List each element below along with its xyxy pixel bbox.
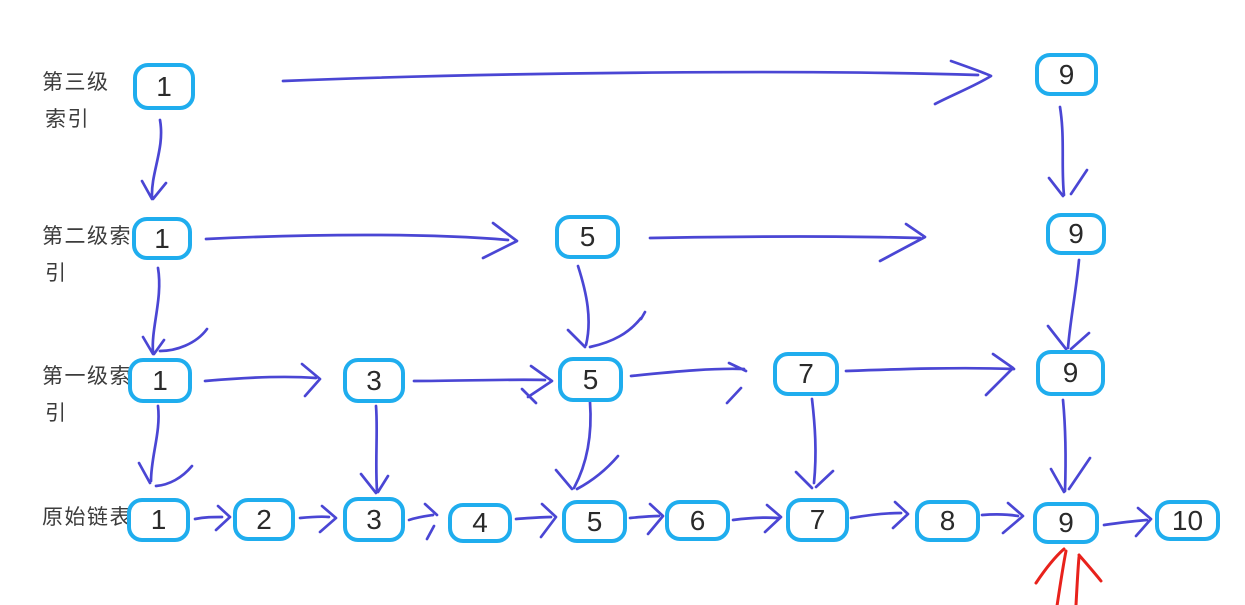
node-original-linked-list-4: 4	[448, 503, 512, 543]
level-label-original-linked-list-line1: 原始链表	[42, 506, 132, 529]
arrow-l1-3-down	[359, 404, 390, 495]
arrow-l1-3-to-l1-5	[412, 364, 554, 405]
node-first-level-index-3: 3	[343, 358, 405, 403]
node-original-linked-list-3: 3	[343, 497, 405, 542]
arrow-l0-7-to-8	[849, 500, 910, 530]
node-original-linked-list-8: 8	[915, 500, 980, 542]
level-label-second-level-index-line1: 第二级索	[42, 225, 132, 248]
arrow-l0-8-to-9	[980, 501, 1025, 535]
arrow-l1-5-down	[554, 400, 620, 491]
node-original-linked-list-5: 5	[562, 500, 627, 543]
arrow-l2-1-down	[141, 266, 209, 356]
node-first-level-index-1: 1	[128, 358, 192, 403]
arrow-l2-5-down	[566, 264, 647, 349]
arrow-l3-9-down	[1047, 105, 1089, 198]
arrow-l1-1-down	[137, 404, 194, 488]
arrow-l1-7-down	[794, 397, 835, 490]
arrow-l3-1-to-l3-9	[281, 59, 993, 106]
arrow-l0-4-to-5	[514, 502, 558, 539]
node-second-level-index-5: 5	[555, 215, 620, 259]
node-original-linked-list-6: 6	[665, 500, 730, 541]
node-first-level-index-5: 5	[558, 357, 623, 402]
node-original-linked-list-1: 1	[127, 498, 190, 542]
arrow-l0-2-to-3	[298, 504, 338, 534]
arrow-l2-1-to-l2-5	[204, 221, 519, 260]
arrow-l1-9-down	[1049, 398, 1092, 494]
arrow-l2-5-to-l2-9	[648, 222, 927, 263]
arrow-l0-5-to-6	[628, 502, 665, 536]
arrow-l1-5-to-l1-7	[629, 361, 748, 405]
node-second-level-index-9: 9	[1046, 213, 1106, 255]
node-original-linked-list-7: 7	[786, 498, 849, 542]
arrow-l3-1-down	[140, 118, 168, 201]
node-original-linked-list-10: 10	[1155, 500, 1220, 541]
node-original-linked-list-2: 2	[233, 498, 295, 541]
node-third-level-index-9: 9	[1035, 53, 1098, 96]
arrow-l0-6-to-7	[731, 503, 783, 534]
arrow-l2-9-down	[1046, 258, 1091, 351]
node-third-level-index-1: 1	[133, 63, 195, 110]
arrow-l0-1-to-2	[193, 504, 232, 532]
arrow-l0-3-to-4	[407, 502, 439, 541]
level-label-third-level-index-line2: 索引	[45, 108, 90, 131]
arrow-l1-7-to-l1-9	[844, 352, 1016, 397]
node-second-level-index-1: 1	[132, 217, 192, 260]
level-label-second-level-index-line2: 引	[45, 262, 68, 285]
arrow-l0-9-to-10	[1102, 506, 1153, 538]
level-label-third-level-index-line1: 第三级	[42, 71, 110, 94]
node-first-level-index-7: 7	[773, 352, 839, 396]
arrow-l1-1-to-l1-3	[203, 362, 322, 398]
red-up-arrow	[1034, 547, 1103, 605]
level-label-first-level-index-line1: 第一级索	[42, 365, 132, 388]
level-label-first-level-index-line2: 引	[45, 402, 68, 425]
node-original-linked-list-9: 9	[1033, 502, 1099, 544]
node-first-level-index-9: 9	[1036, 350, 1105, 396]
